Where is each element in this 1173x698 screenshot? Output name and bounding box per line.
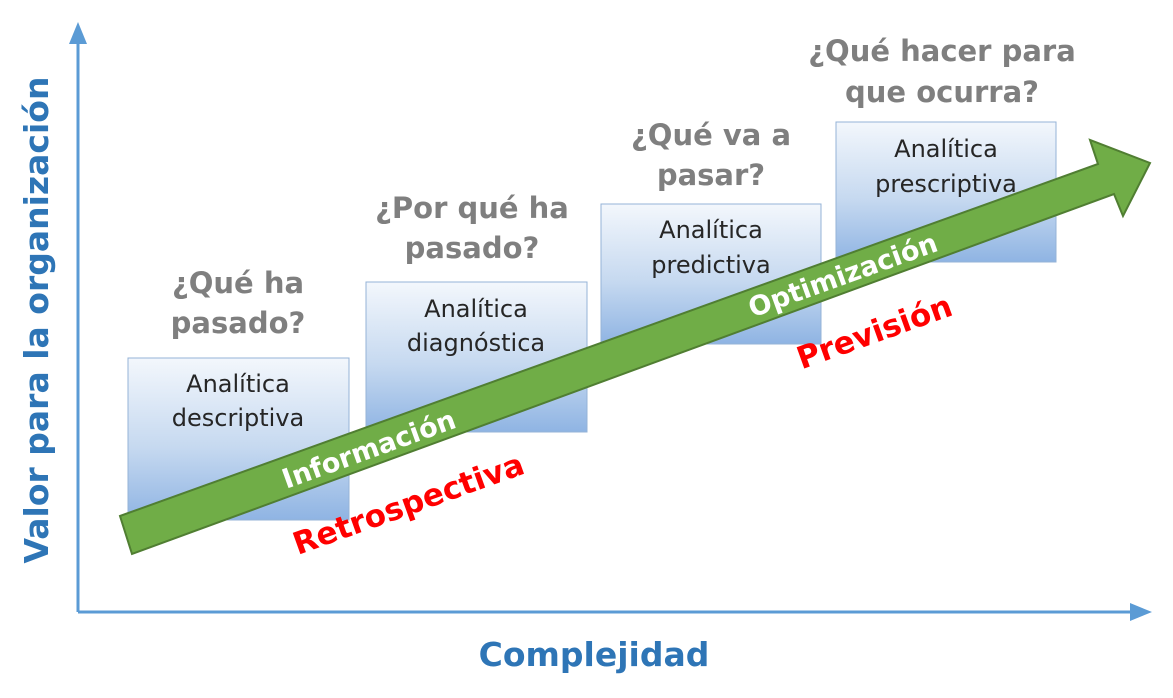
stage-question-1: ¿Qué ha pasado? <box>171 266 306 340</box>
stage-box-2-line-1: Analítica <box>424 295 528 323</box>
stage-box-2-line-2: diagnóstica <box>407 329 545 357</box>
x-axis-label: Complejidad <box>479 635 710 674</box>
progress-arrow-shape <box>118 138 1152 556</box>
stage-box-4-line-2: prescriptiva <box>875 170 1017 198</box>
stage-question-2-line-1: ¿Por qué ha <box>375 191 569 225</box>
stage-box-3-line-1: Analítica <box>659 216 763 244</box>
stage-question-2: ¿Por qué ha pasado? <box>375 191 569 265</box>
stage-box-1-line-2: descriptiva <box>172 404 304 432</box>
stage-question-1-line-2: pasado? <box>171 306 306 340</box>
stage-question-1-line-1: ¿Qué ha <box>172 266 304 300</box>
stage-box-3-line-2: predictiva <box>651 251 770 279</box>
progress-arrow: Información Optimización <box>118 138 1152 556</box>
axes <box>69 22 1152 621</box>
stage-question-4-line-2: que ocurra? <box>845 75 1039 109</box>
stage-question-3-line-2: pasar? <box>657 158 765 192</box>
stage-question-2-line-2: pasado? <box>405 231 540 265</box>
x-axis-arrowhead <box>1130 603 1152 621</box>
stage-box-4-line-1: Analítica <box>894 135 998 163</box>
y-axis-arrowhead <box>69 22 87 44</box>
y-axis-label: Valor para la organización <box>17 77 56 564</box>
stage-question-3-line-1: ¿Qué va a <box>631 118 791 152</box>
stage-box-1: Analítica descriptiva <box>127 357 350 521</box>
stage-question-3: ¿Qué va a pasar? <box>631 118 791 192</box>
stage-question-4-line-1: ¿Qué hacer para <box>808 34 1076 68</box>
stage-box-1-line-1: Analítica <box>186 370 290 398</box>
stage-question-4: ¿Qué hacer para que ocurra? <box>808 34 1076 109</box>
